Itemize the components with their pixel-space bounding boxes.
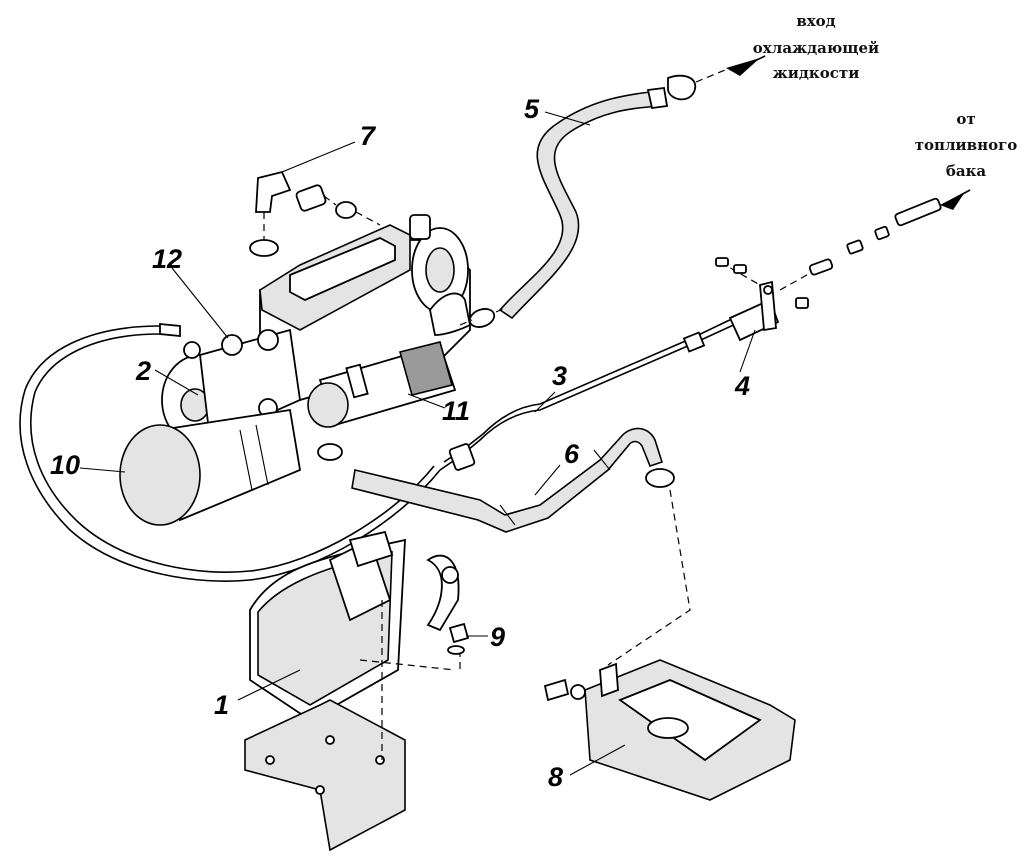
callout-2: 2 bbox=[135, 356, 151, 386]
callout-6: 6 bbox=[564, 439, 580, 469]
fuel-tank-label: от топливного бака bbox=[915, 110, 1018, 180]
callout-11: 11 bbox=[442, 396, 470, 426]
callout-10: 10 bbox=[50, 450, 80, 480]
circulation-pump bbox=[307, 341, 457, 428]
coolant-inlet-arrow bbox=[726, 55, 766, 76]
coolant-hose-6 bbox=[317, 427, 675, 533]
elbow-fittings bbox=[249, 170, 381, 257]
tray-8 bbox=[543, 489, 796, 801]
coolant-hose-5 bbox=[459, 69, 726, 328]
mounting-bracket bbox=[244, 530, 461, 852]
coolant-inlet-line-3: жидкости bbox=[773, 64, 860, 82]
fuel-tank-line-1: от bbox=[956, 110, 975, 128]
callout-8: 8 bbox=[548, 762, 563, 792]
coolant-inlet-line-2: охлаждающей bbox=[753, 39, 879, 57]
bolt-9 bbox=[447, 622, 470, 655]
coolant-inlet-label: вход охлаждающей жидкости bbox=[753, 12, 879, 82]
callout-3: 3 bbox=[552, 361, 567, 391]
callout-5: 5 bbox=[524, 94, 540, 124]
exhaust-silencer bbox=[119, 408, 302, 526]
fuel-tank-line-3: бака bbox=[946, 162, 987, 180]
fuel-inlet-arrow bbox=[940, 189, 971, 210]
coolant-return-pipe bbox=[19, 323, 441, 582]
callout-1: 1 bbox=[214, 690, 229, 720]
callout-9: 9 bbox=[490, 622, 505, 652]
callout-12: 12 bbox=[152, 244, 182, 274]
fuel-line bbox=[439, 315, 741, 471]
leader-lines bbox=[79, 111, 756, 776]
callout-7: 7 bbox=[360, 121, 377, 151]
coolant-inlet-line-1: вход bbox=[796, 12, 835, 30]
callout-4: 4 bbox=[734, 371, 750, 401]
fuel-pump bbox=[715, 197, 942, 342]
fuel-tank-line-2: топливного bbox=[915, 136, 1018, 154]
